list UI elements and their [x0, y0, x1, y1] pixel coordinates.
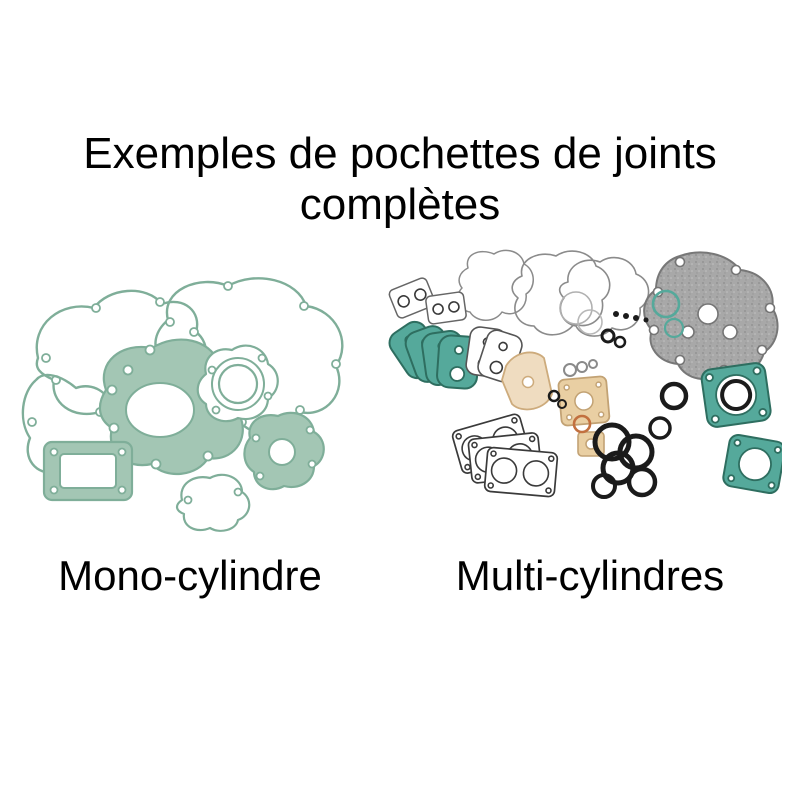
multi-cylinder-gasket-illustration [388, 249, 786, 499]
mono-cylinder-gasket-illustration [21, 277, 344, 532]
mono-cylinder-label: Mono-cylindre [58, 552, 322, 599]
page-title: Exemples de pochettes de joints complète… [0, 128, 800, 230]
title-line-1: Exemples de pochettes de joints [83, 129, 717, 178]
multi-cylinder-figure [372, 246, 786, 549]
mono-cylinder-figure [10, 262, 370, 547]
multi-cylinder-label: Multi-cylindres [455, 552, 725, 599]
title-line-2: complètes [299, 180, 501, 230]
